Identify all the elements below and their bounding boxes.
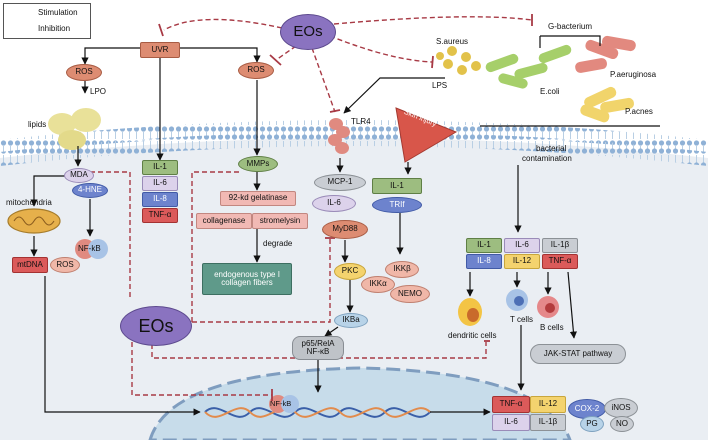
mda-node: MDA xyxy=(64,168,94,183)
e-coli-cells xyxy=(485,44,572,89)
nfkb-nucleus-label: NF-kB xyxy=(270,399,292,408)
nfkb-left-label: NF-kB xyxy=(78,244,101,253)
o-il12-box: IL-12 xyxy=(530,396,566,413)
p-aeruginosa-label: P.aeruginosa xyxy=(610,70,657,79)
r-il6-box: IL-6 xyxy=(504,238,540,253)
ikka-node: IKKα xyxy=(361,276,395,293)
lps-label: LPS xyxy=(432,81,448,90)
gelatinase-box: 92-kd gelatinase xyxy=(220,191,296,206)
legend xyxy=(3,3,91,39)
p65-line2: NF-κB xyxy=(306,347,330,356)
inos-node: iNOS xyxy=(604,398,638,418)
r-il1b-box: IL-1β xyxy=(542,238,578,253)
stimulation-arrows xyxy=(8,9,577,416)
pg-node: PG xyxy=(580,416,604,432)
il1-mid-box: IL-1 xyxy=(372,178,422,194)
lpo-label: LPO xyxy=(90,87,107,96)
cell-membrane-outer xyxy=(0,120,708,154)
il8-box: IL-8 xyxy=(142,192,178,207)
s-aureus-cell xyxy=(447,46,457,56)
s-aureus-label: S.aureus xyxy=(436,37,469,46)
tnfa-box: TNF-α xyxy=(142,208,178,223)
r-il1-box: IL-1 xyxy=(466,238,502,253)
p65-nfkb-box: p65/RelA NF-κB xyxy=(292,336,344,360)
t-cells-label: T cells xyxy=(510,315,533,324)
nfkb-complex-nucleus xyxy=(269,395,299,413)
lipids-label: lipids xyxy=(28,120,47,129)
il6-mid-node: IL-6 xyxy=(312,195,356,212)
p-acnes-label: P.acnes xyxy=(625,107,653,116)
pkc-node: PKC xyxy=(334,263,366,280)
g-bacterium-label: G-bacterium xyxy=(548,22,593,31)
dna-helix-strand-b xyxy=(204,407,431,418)
p-aeruginosa-cells xyxy=(575,35,636,73)
ikba-node: IKBa xyxy=(334,313,368,328)
mitochondria-label: mitochondria xyxy=(6,198,52,207)
ikkb-node: IKKβ xyxy=(385,261,419,278)
o-tnfa-box: TNF-α xyxy=(492,396,530,413)
ros-mito-node: ROS xyxy=(50,257,80,273)
lipid-droplet xyxy=(48,113,76,135)
b-cells-label: B cells xyxy=(540,323,564,332)
no-node: NO xyxy=(610,416,634,432)
collagenase-box: collagenase xyxy=(196,213,252,229)
tlr4-receptor xyxy=(328,118,350,154)
bacterial-label-line2: contamination xyxy=(522,154,572,163)
il1-box: IL-1 xyxy=(142,160,178,175)
eos-node-top: EOs xyxy=(280,14,336,50)
trif-node: TRIf xyxy=(372,197,422,213)
r-il8-box: IL-8 xyxy=(466,254,502,269)
cell-membrane-inner xyxy=(0,132,708,166)
skin-injury-wedge xyxy=(395,107,458,163)
legend-inhibition-label: Inhibition xyxy=(38,24,71,33)
r-il12-box: IL-12 xyxy=(504,254,540,269)
o-il1b-box: IL-1β xyxy=(530,414,566,431)
b-cell-icon xyxy=(537,296,559,318)
t-cell-icon xyxy=(506,289,528,311)
il6-box: IL-6 xyxy=(142,176,178,191)
nfkb-complex-left xyxy=(75,239,108,259)
jak-stat-node: JAK-STAT pathway xyxy=(530,344,626,364)
dendritic-cells-label: dendritic cells xyxy=(448,331,497,340)
degrade-label: degrade xyxy=(263,239,293,248)
ros-node-right: ROS xyxy=(238,62,274,79)
myd88-node: MyD88 xyxy=(322,220,368,239)
mmps-node: MMPs xyxy=(238,156,278,172)
hne-node: 4-HNE xyxy=(72,183,108,198)
o-il6-box: IL-6 xyxy=(492,414,530,431)
mtdna-box: mtDNA xyxy=(12,257,48,273)
tlr4-label: TLR4 xyxy=(351,117,371,126)
uvr-box: UVR xyxy=(140,42,180,58)
eos-node-bottom: EOs xyxy=(120,306,192,346)
mcp1-node: MCP-1 xyxy=(314,174,366,191)
collagen-fibers-box: endogenous type I collagen fibers xyxy=(202,263,292,295)
bacterial-label-line1: bacterial xyxy=(536,144,567,153)
dendritic-cell-icon xyxy=(458,298,482,326)
p-acnes-cells xyxy=(580,86,634,123)
stromelysin-box: stromelysin xyxy=(252,213,308,229)
r-tnfa-box: TNF-α xyxy=(542,254,578,269)
nemo-node: NEMO xyxy=(390,285,430,303)
e-coli-label: E.coli xyxy=(540,87,560,96)
ros-node-left: ROS xyxy=(66,64,102,81)
p65-line1: p65/RelA xyxy=(301,338,335,348)
legend-stimulation-label: Stimulation xyxy=(38,8,78,17)
